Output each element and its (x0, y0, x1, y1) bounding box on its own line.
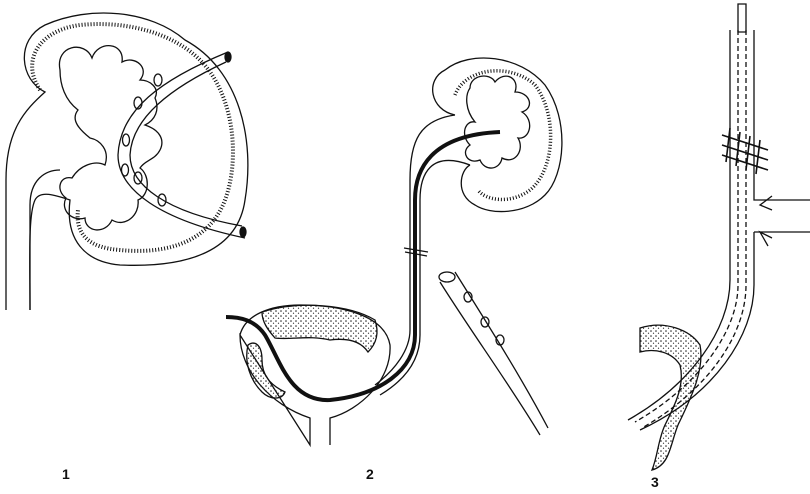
ureter-wall (754, 30, 810, 200)
stent-hole (123, 134, 130, 146)
panel-label-1: 1 (62, 466, 70, 482)
ureter (380, 160, 470, 395)
double-j-stent (226, 132, 500, 400)
stent-detail-tube (455, 272, 548, 428)
catheter-tip (738, 4, 746, 32)
stent-detail-tube (440, 282, 540, 435)
calyces (59, 46, 161, 230)
calyces (465, 76, 530, 168)
renal-sinus (30, 170, 60, 310)
stent-tip-bottom (240, 227, 246, 237)
stent-hole (154, 74, 162, 86)
stent-tip-top (225, 52, 231, 62)
stent-detail-end (439, 272, 455, 282)
stent-hole (481, 317, 489, 327)
panel-3 (628, 4, 810, 470)
arrow-icon (760, 232, 772, 246)
panel-label-2: 2 (366, 466, 374, 482)
panel-2 (226, 58, 562, 445)
stent-hole (122, 164, 129, 176)
kidney-outline (433, 58, 562, 212)
panel-1 (6, 13, 248, 310)
panel-label-3: 3 (651, 474, 659, 490)
arrow-icon (760, 196, 772, 210)
bladder-mucosa (262, 305, 377, 352)
kidney-outline (6, 13, 248, 310)
bladder-mucosa (247, 343, 285, 398)
sutures (722, 128, 768, 174)
